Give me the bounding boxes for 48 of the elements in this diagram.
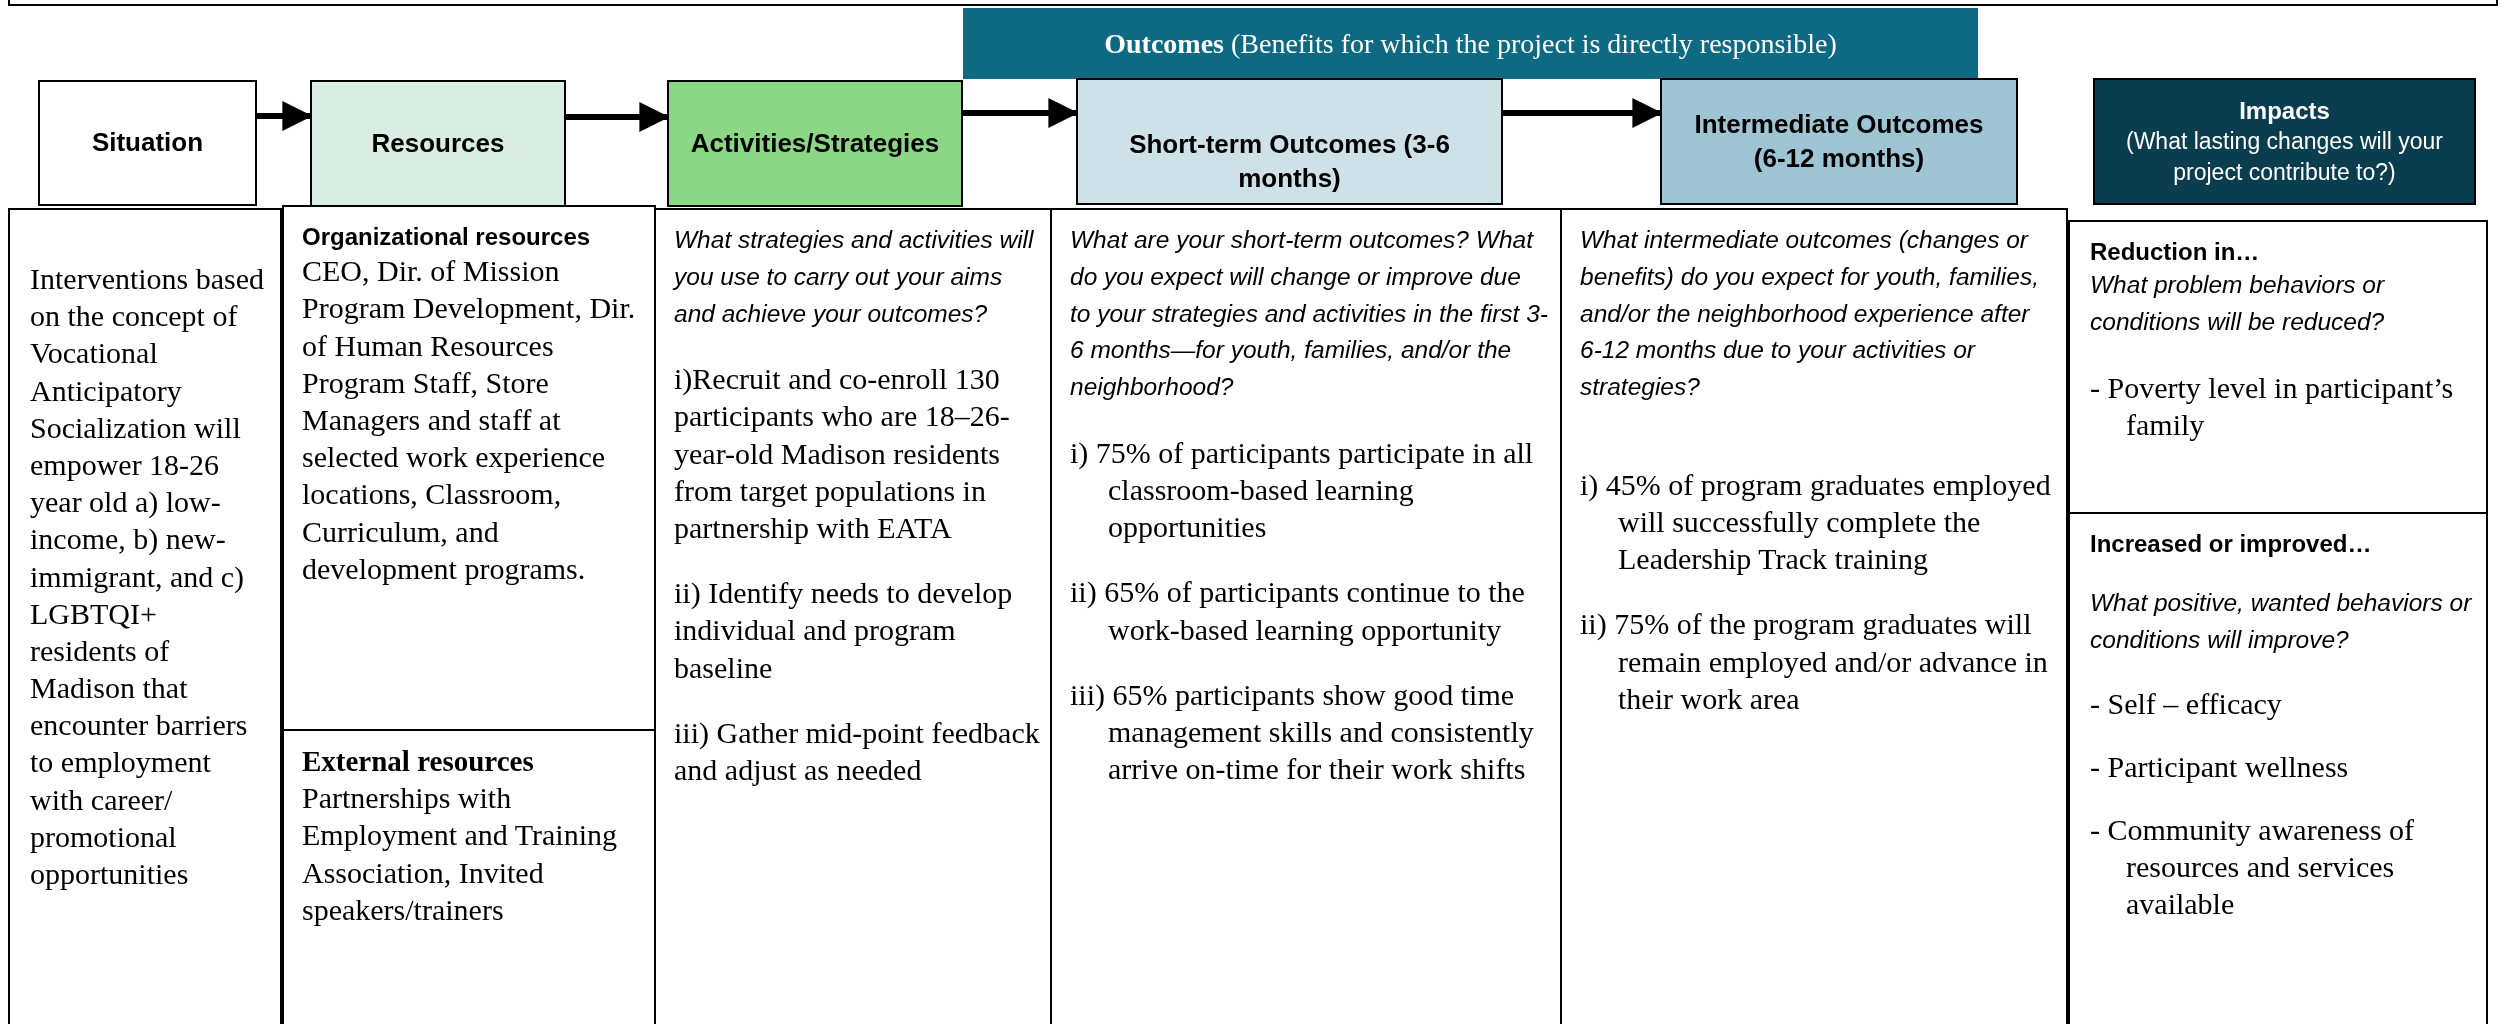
- arrow: [566, 102, 670, 132]
- stage-title: Intermediate Outcomes (6-12 months): [1693, 107, 1985, 175]
- stage-header-box: [1076, 78, 1503, 205]
- bullet-item: - Poverty level in participant’s family: [2090, 369, 2455, 443]
- list-item: ii) 75% of the program graduates will remain employed and/or advance in their work area: [1580, 606, 2049, 717]
- body-text: CEO, Dir. of Mission Program Development, Dir. of Human Resources Program Staff, Store Managers and staff at selected work experience locations, Classroom, Curriculum, and development programs.: [302, 253, 637, 587]
- stage-title: Activities/Strategies: [690, 126, 940, 160]
- stage-title: Situation: [91, 126, 204, 160]
- body-text: ii) Identify needs to develop individual and program baseline: [674, 575, 1014, 686]
- impact-box: [2068, 512, 2488, 1024]
- column-box: [1560, 208, 2068, 1024]
- stage-header-box: [38, 80, 257, 206]
- guiding-question: What problem behaviors or conditions will be reduced?: [2090, 270, 2386, 337]
- subtitle-text: (What lasting changes will your project contribute to?): [2125, 127, 2444, 188]
- body-text: Interventions based on the concept of Vocational Anticipatory Socialization will empower 18-26 year old a) low-income, b) new-immigrant, and c) LGBTQI+ residents of Madison that encounter barriers to employment with career/ promotional opportunities: [30, 261, 266, 892]
- body-text: i)Recruit and co-enroll 130 participants who are 18–26-year-old Madison residents from target populations in partnership with EATA: [674, 361, 1011, 546]
- arrow: [963, 98, 1079, 128]
- arrow: [257, 101, 313, 131]
- outcomes-banner: [963, 8, 1978, 79]
- section-heading: External resources: [302, 744, 535, 779]
- banner-title: Outcomes (Benefits for which the project is directly responsible): [1104, 26, 1837, 61]
- bullet-item: - Self – efficacy: [2090, 685, 2283, 722]
- column-box: [8, 208, 282, 1024]
- body-text: Partnerships with Employment and Training Association, Invited speakers/trainers: [302, 780, 618, 928]
- arrow: [1503, 98, 1663, 128]
- body-text: iii) Gather mid-point feedback and adjust as needed: [674, 714, 1040, 788]
- guiding-question: What positive, wanted behaviors or conditions will improve?: [2090, 588, 2473, 655]
- section-heading: Reduction in…: [2090, 237, 2261, 267]
- impacts-box: [2093, 78, 2476, 205]
- list-item: ii) 65% of participants continue to the work-based learning opportunity: [1070, 574, 1526, 648]
- stage-header-box: [310, 80, 566, 207]
- section-heading: Increased or improved…: [2090, 529, 2373, 559]
- bullet-item: - Community awareness of resources and services available: [2090, 812, 2416, 923]
- stage-title: Short-term Outcomes (3-6 months): [1128, 127, 1451, 195]
- section-heading: Organizational resources: [302, 222, 592, 252]
- guiding-question: What intermediate outcomes (changes or benefits) do you expect for youth, families, and/or the neighborhood experience after 6-12 months due to your activities or strategies?: [1580, 225, 2040, 402]
- resource-box: [282, 205, 656, 731]
- section-heading: Impacts: [2239, 95, 2330, 126]
- guiding-question: What are your short-term outcomes? What do you expect will change or improve due to your strategies and activities in the first 3-6 months—for youth, families, and/or the neighborhood?: [1070, 225, 1548, 402]
- list-item: i) 45% of program graduates employed will successfully complete the Leadership Track training: [1580, 466, 2052, 578]
- guiding-question: What strategies and activities will you use to carry out your aims and achieve your outcomes?: [674, 225, 1035, 329]
- impact-box: [2068, 220, 2488, 514]
- stage-title: Resources: [371, 126, 505, 160]
- stage-header-box: [1660, 78, 2018, 205]
- stage-header-box: [667, 80, 963, 207]
- list-item: i) 75% of participants participate in all classroom-based learning opportunities: [1070, 434, 1535, 546]
- list-item: iii) 65% participants show good time management skills and consistently arrive on-time for their work shifts: [1070, 676, 1535, 788]
- bullet-item: - Participant wellness: [2090, 748, 2350, 785]
